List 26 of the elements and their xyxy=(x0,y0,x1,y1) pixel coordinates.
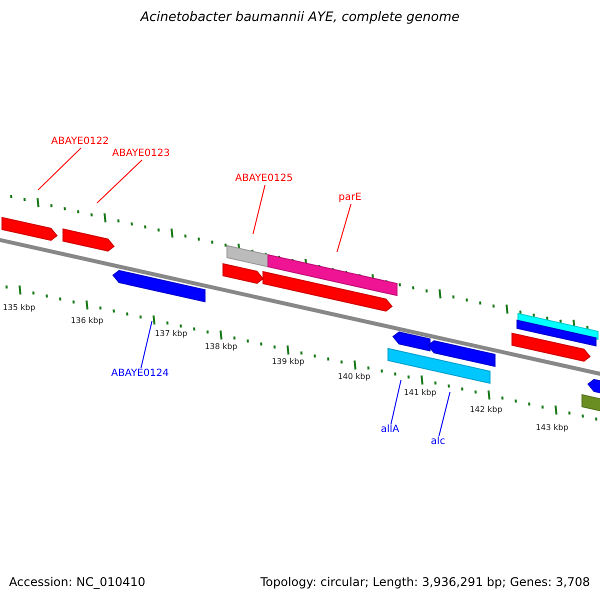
leader-line xyxy=(336,204,352,252)
genome-summary: Topology: circular; Length: 3,936,291 bp; Genes: 3,708 xyxy=(260,576,590,588)
scale-label: 138 kbp xyxy=(204,343,238,351)
title: Acinetobacter baumannii AYE, complete genome xyxy=(139,11,461,24)
scale-label: 136 kbp xyxy=(70,317,104,325)
leader-line xyxy=(390,380,402,424)
scale-label: 140 kbp xyxy=(338,373,370,381)
accession-text: Accession: NC_010410 xyxy=(9,576,146,588)
gene-label: ABAYE0124 xyxy=(111,369,169,379)
scale-label: 135 kbp xyxy=(2,304,36,312)
leader-line xyxy=(96,160,142,204)
leader-line xyxy=(438,392,450,436)
scale-label: 139 kbp xyxy=(272,358,304,366)
leader-line xyxy=(38,148,82,190)
gene-label: ABAYE0123 xyxy=(112,149,170,159)
leader-line xyxy=(252,184,266,234)
scale-label: 137 kbp xyxy=(154,330,188,338)
scale-label: 143 kbp xyxy=(536,424,568,432)
gene-label: allA xyxy=(380,425,400,435)
scale-label: 141 kbp xyxy=(404,389,436,397)
gene-label: ABAYE0125 xyxy=(235,174,293,184)
gene-label: ABAYE0122 xyxy=(51,137,109,147)
leader-line xyxy=(140,320,152,368)
scale-label: 142 kbp xyxy=(470,406,502,414)
gene-label: alc xyxy=(430,437,446,447)
gene-label: parE xyxy=(338,193,362,203)
